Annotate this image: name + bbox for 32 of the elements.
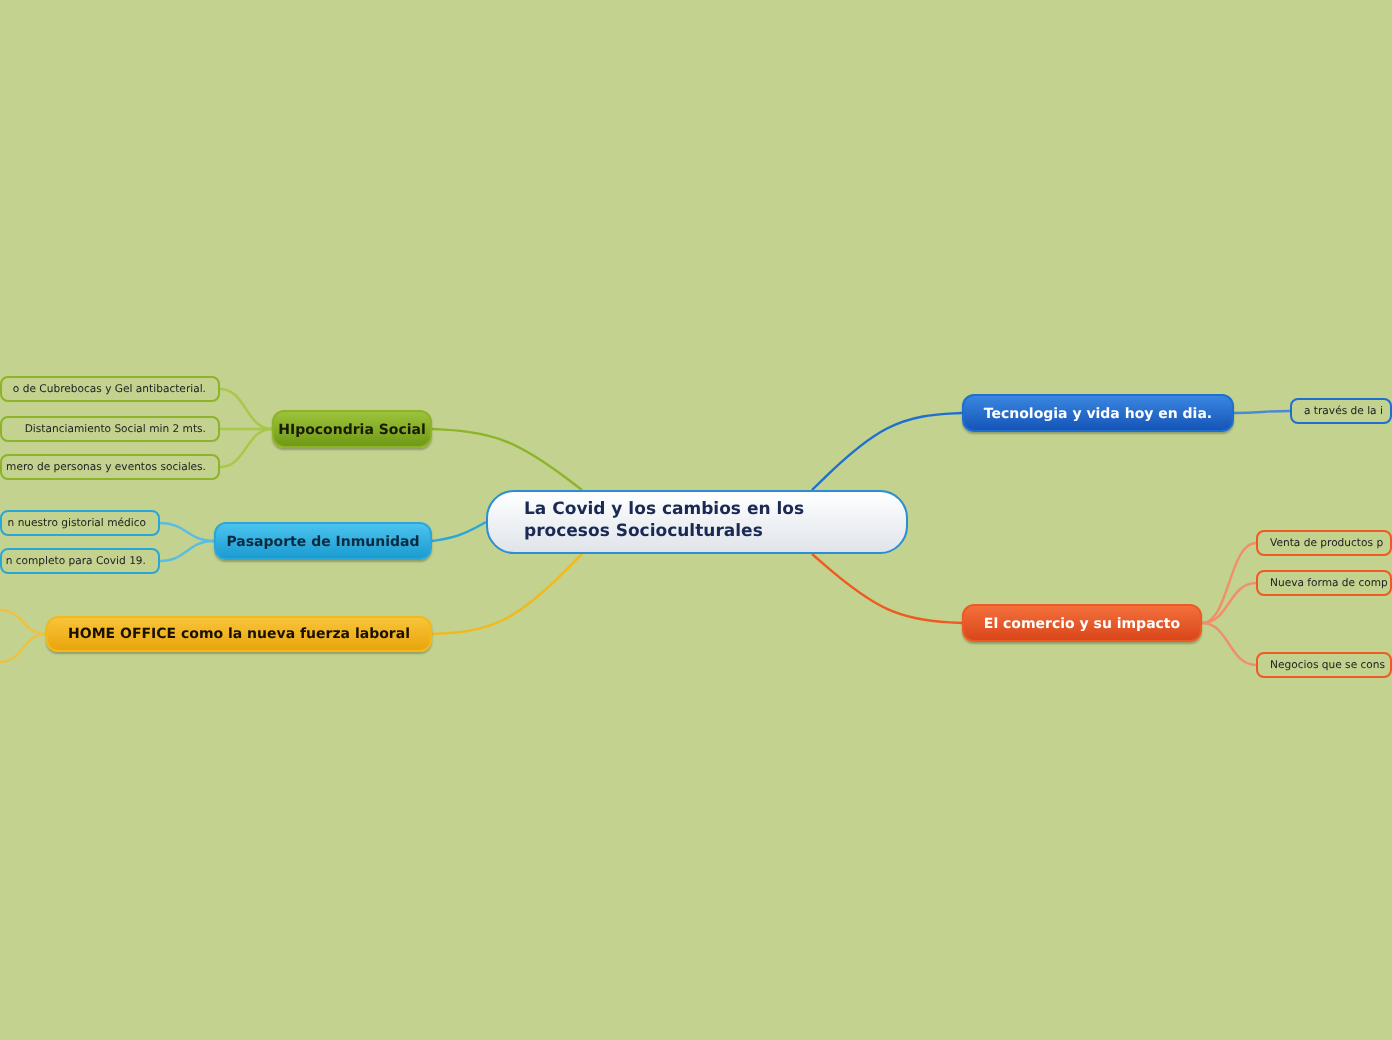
subtopic-box: [0, 510, 160, 536]
main-topic-box: [962, 604, 1202, 642]
connector-line: [431, 520, 487, 543]
subtopic-box: [0, 416, 220, 442]
connector-line: [431, 427, 583, 491]
subtopic-box: [1256, 570, 1392, 596]
connector-line: [219, 387, 273, 431]
connector-line: [159, 521, 215, 543]
connector-line: [0, 632, 47, 664]
connector-line: [220, 427, 272, 431]
main-topic-box: [962, 394, 1234, 432]
subtopic-box: [1256, 530, 1392, 556]
connector-line: [219, 427, 273, 469]
connector-line: [1201, 541, 1257, 625]
connector-line: [1234, 409, 1290, 415]
connector-line: [1201, 581, 1257, 625]
central-topic-text: La Covid y los cambios en los procesos Socioculturales: [524, 500, 807, 544]
subtopic-box: [1256, 652, 1392, 678]
connector-line: [811, 553, 963, 625]
subtopic-box: [0, 454, 220, 480]
main-topic-box: [272, 410, 432, 448]
central-topic-box: [486, 490, 908, 554]
connector-line: [431, 553, 583, 636]
connector-line: [0, 608, 47, 636]
main-topic-box: [214, 522, 432, 560]
connector-line: [811, 411, 963, 491]
subtopic-box: [0, 376, 220, 402]
main-topic-box: [46, 616, 432, 652]
subtopic-box: [0, 548, 160, 574]
subtopic-box: [1290, 398, 1392, 424]
connector-line: [159, 539, 215, 563]
connector-line: [1201, 621, 1257, 667]
